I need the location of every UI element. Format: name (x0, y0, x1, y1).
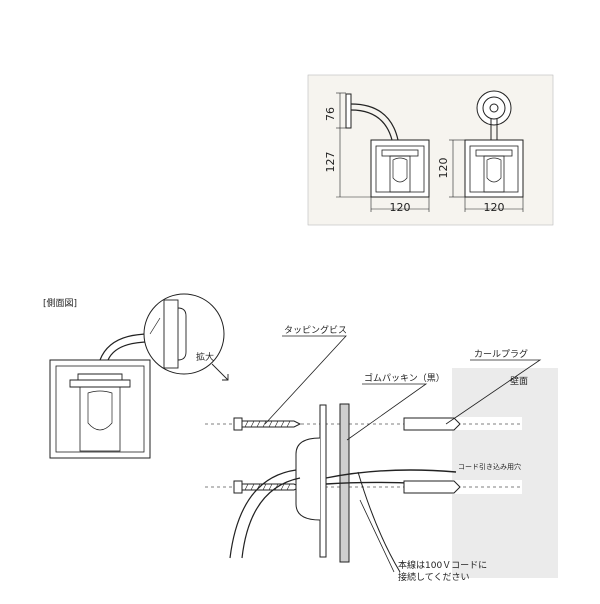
dim-box-height-right: 120 (437, 158, 450, 179)
dim-front-view (449, 90, 524, 212)
dim-box-height-left: 127 (324, 152, 337, 173)
dimension-drawing: 76 127 120 120 120 (307, 74, 554, 226)
dim-arm-height: 76 (324, 107, 337, 121)
label-curl-plug: カールプラグ (474, 348, 528, 360)
tapping-screw-lower (233, 480, 302, 494)
label-wall: 壁面 (510, 375, 528, 387)
dim-width-left: 120 (390, 201, 411, 214)
tapping-screw-upper (233, 417, 302, 431)
dim-width-right: 120 (484, 201, 505, 214)
zoom-label: 拡大 (196, 351, 214, 363)
base-plate (229, 404, 327, 559)
note-line-1: 本線は100Ｖコードに (398, 559, 487, 571)
curl-plug-lower (403, 480, 461, 494)
wall-block (452, 368, 558, 578)
side-view-drawing: [側面図] 拡大 (43, 293, 229, 459)
wall-hole-upper (452, 417, 522, 430)
note-line-2: 接続してください (398, 571, 469, 583)
label-tapping-screw: タッピングビス (284, 324, 347, 336)
label-cord-hole: コード引き込み用穴 (458, 462, 521, 471)
dim-side-view (336, 92, 430, 212)
side-view-title: [側面図] (43, 297, 77, 309)
curl-plug-upper (403, 417, 461, 431)
label-rubber-packing: ゴムパッキン（黒） (364, 372, 445, 384)
mounting-drawing: タッピングビス ゴムパッキン（黒） カールプラグ 壁面 コード引き込み用穴 本線… (205, 324, 558, 583)
